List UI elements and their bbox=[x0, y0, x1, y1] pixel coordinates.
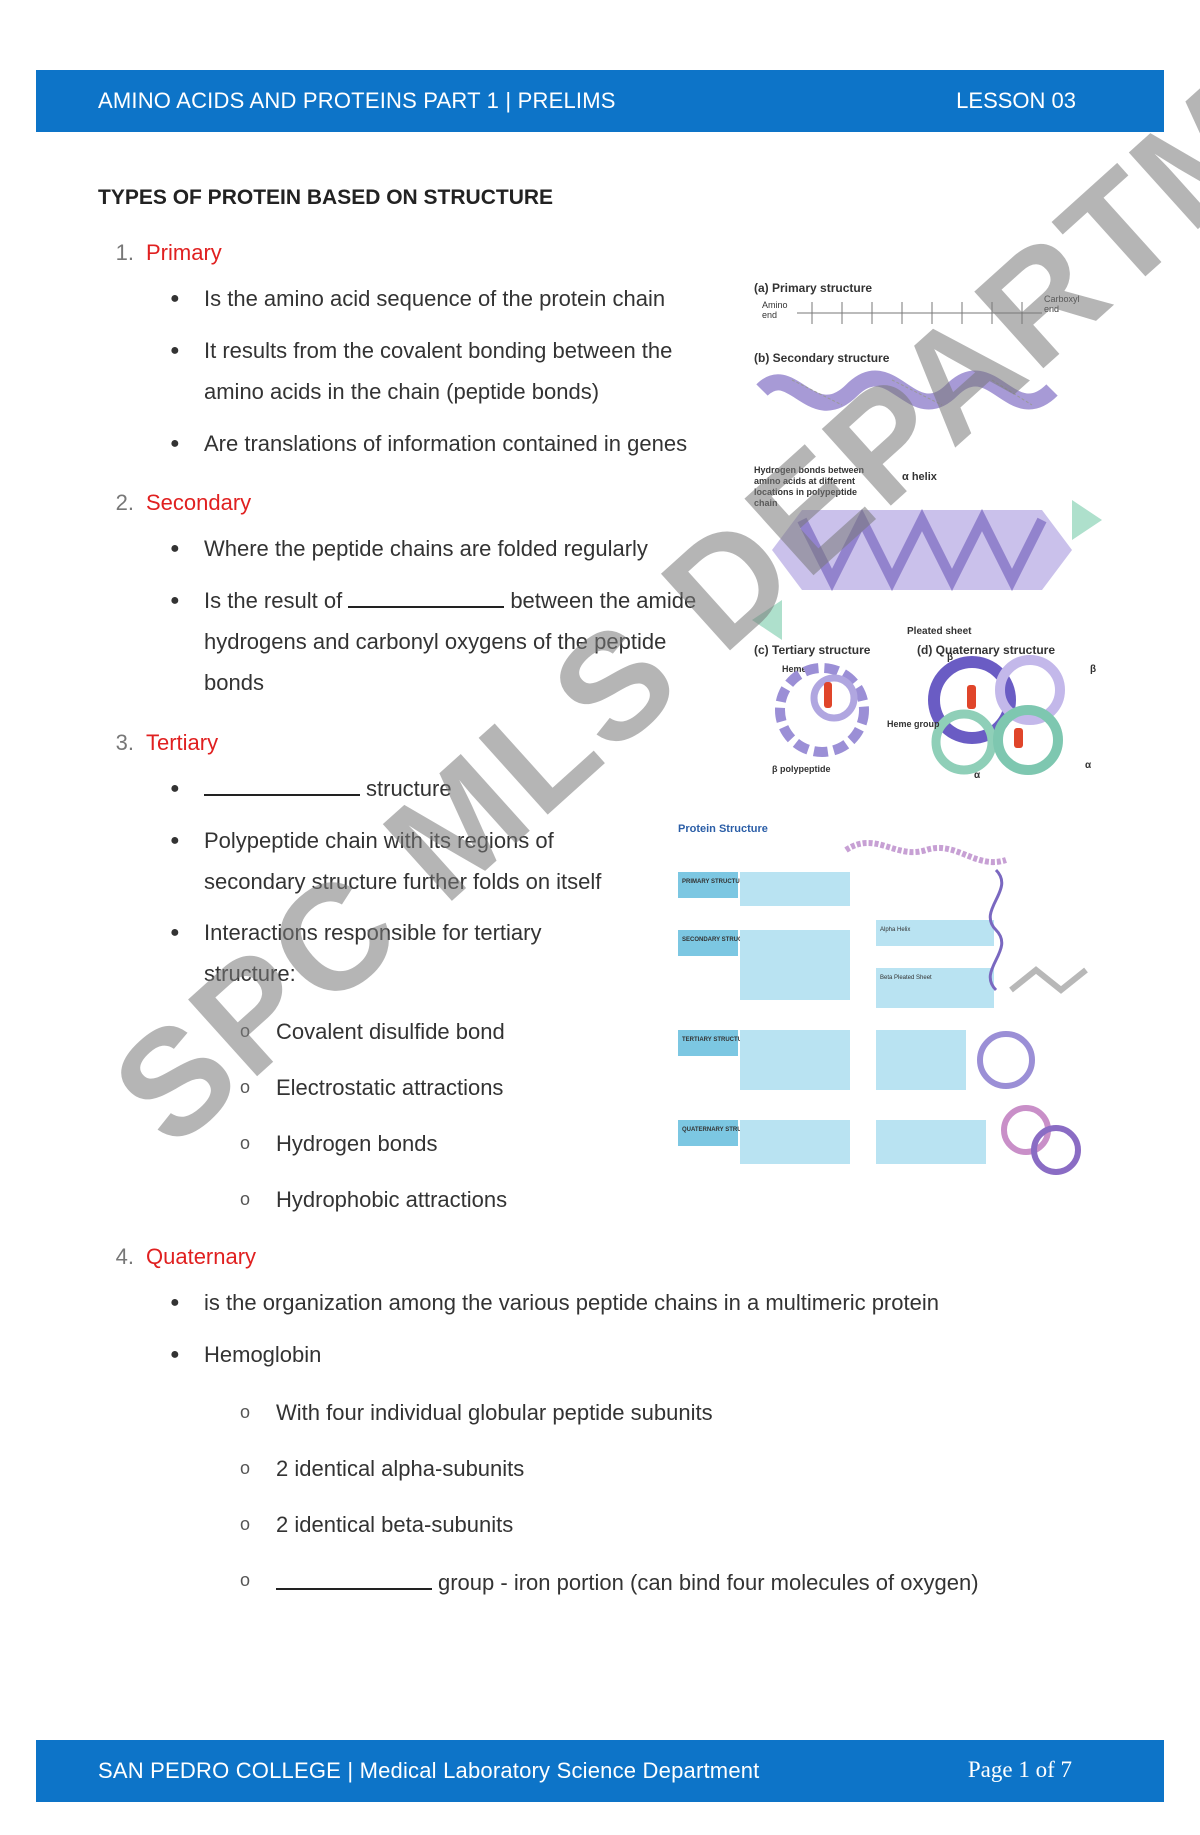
bullet: ●Are translations of information contain… bbox=[170, 431, 688, 456]
svg-text:α: α bbox=[1085, 760, 1092, 771]
item-label: Tertiary bbox=[146, 730, 219, 755]
svg-text:chain: chain bbox=[754, 498, 778, 508]
bullet: ●is the organization among the various p… bbox=[170, 1290, 939, 1315]
item-label: Quaternary bbox=[146, 1244, 257, 1269]
svg-text:Pleated sheet: Pleated sheet bbox=[907, 626, 972, 637]
svg-text:β: β bbox=[1090, 664, 1096, 675]
svg-text:Amino: Amino bbox=[762, 300, 788, 310]
svg-text:end: end bbox=[1044, 304, 1059, 314]
section-title: TYPES OF PROTEIN BASED ON STRUCTURE bbox=[98, 186, 554, 209]
bullet: ●It results from the covalent bonding be… bbox=[170, 338, 673, 363]
fill-in-blank bbox=[348, 586, 505, 608]
bullet-continuation: secondary structure further folds on its… bbox=[204, 869, 602, 894]
quaternary-row: QUATERNARY STRUCTURE bbox=[678, 1105, 1081, 1175]
tertiary-row: TERTIARY STRUCTURE bbox=[678, 1030, 1035, 1090]
bullet-continuation: structure: bbox=[204, 961, 296, 986]
svg-text:Hydrogen bonds between: Hydrogen bonds between bbox=[754, 465, 864, 475]
footer-institution: SAN PEDRO COLLEGE | Medical Laboratory S… bbox=[98, 1758, 760, 1783]
bullet: ●Hemoglobin bbox=[170, 1342, 322, 1367]
fig2-title: Protein Structure bbox=[678, 823, 768, 835]
fig-caption-a: (a) Primary structure bbox=[754, 281, 872, 295]
bullet: ●Is the amino acid sequence of the prote… bbox=[170, 286, 666, 311]
bullet-continuation: amino acids in the chain (peptide bonds) bbox=[204, 379, 600, 404]
bullet: ●Is the result of between the amide bbox=[170, 586, 697, 613]
header-title: AMINO ACIDS AND PROTEINS PART 1 | PRELIM… bbox=[98, 88, 616, 113]
svg-text:end: end bbox=[762, 310, 777, 320]
page-number: Page 1 of 7 bbox=[967, 1757, 1072, 1782]
fill-in-blank bbox=[204, 774, 360, 796]
svg-text:α helix: α helix bbox=[902, 471, 938, 483]
svg-text:β polypeptide: β polypeptide bbox=[772, 764, 831, 774]
bullet: ●structure bbox=[170, 774, 452, 801]
item-label: Primary bbox=[146, 240, 222, 265]
protein-structure-figure: (a) Primary structure Amino end Carboxyl… bbox=[752, 281, 1102, 780]
svg-text:TERTIARY STRUCTURE: TERTIARY STRUCTURE bbox=[682, 1037, 750, 1043]
bullet-continuation: hydrogens and carbonyl oxygens of the pe… bbox=[204, 629, 667, 654]
header-bar: AMINO ACIDS AND PROTEINS PART 1 | PRELIM… bbox=[36, 70, 1164, 132]
primary-row: PRIMARY STRUCTURE bbox=[678, 839, 1007, 906]
lesson-label: LESSON 03 bbox=[956, 88, 1076, 113]
tertiary-structure-drawing bbox=[775, 663, 869, 757]
svg-text:QUATERNARY STRUCTURE: QUATERNARY STRUCTURE bbox=[682, 1127, 762, 1133]
item-label: Secondary bbox=[146, 490, 252, 515]
svg-text:α: α bbox=[974, 770, 981, 780]
quaternary-structure-drawing bbox=[928, 655, 1065, 775]
svg-text:PRIMARY STRUCTURE: PRIMARY STRUCTURE bbox=[682, 879, 748, 885]
protein-structure-table-figure: Protein Structure PRIMARY STRUCTURE SECO… bbox=[678, 823, 1088, 1175]
svg-text:SECONDARY STRUCTURE: SECONDARY STRUCTURE bbox=[682, 937, 759, 943]
list-item-tertiary: 3.Tertiary bbox=[115, 730, 219, 755]
svg-text:Heme: Heme bbox=[782, 664, 807, 674]
footer-bar: SAN PEDRO COLLEGE | Medical Laboratory S… bbox=[36, 1740, 1164, 1802]
pleated-sheet-drawing bbox=[752, 500, 1102, 640]
svg-text:Beta Pleated Sheet: Beta Pleated Sheet bbox=[880, 975, 932, 981]
list-item-quaternary: 4.Quaternary bbox=[115, 1244, 257, 1269]
bullet-continuation: bonds bbox=[204, 670, 264, 695]
secondary-row: SECONDARY STRUCTURE Alpha Helix Beta Ple… bbox=[678, 868, 1088, 1008]
bullet: ●Polypeptide chain with its regions of bbox=[170, 828, 554, 853]
list-item-secondary: 2.Secondary bbox=[115, 490, 252, 515]
svg-text:Alpha Helix: Alpha Helix bbox=[880, 927, 910, 933]
svg-text:amino acids at different: amino acids at different bbox=[754, 476, 855, 486]
svg-text:Carboxyl: Carboxyl bbox=[1044, 294, 1080, 304]
svg-text:locations in polypeptide: locations in polypeptide bbox=[754, 487, 857, 497]
fill-in-blank bbox=[276, 1568, 432, 1590]
list-item-primary: 1.Primary bbox=[115, 240, 222, 265]
svg-text:β: β bbox=[947, 652, 953, 663]
bullet: ●Interactions responsible for tertiary bbox=[170, 920, 542, 945]
fig-caption-c: (c) Tertiary structure bbox=[754, 643, 871, 657]
bullet: ●Where the peptide chains are folded reg… bbox=[170, 536, 648, 561]
fig-caption-d: (d) Quaternary structure bbox=[917, 643, 1055, 657]
fig-caption-b: (b) Secondary structure bbox=[754, 351, 890, 365]
svg-text:Heme group: Heme group bbox=[887, 719, 940, 729]
